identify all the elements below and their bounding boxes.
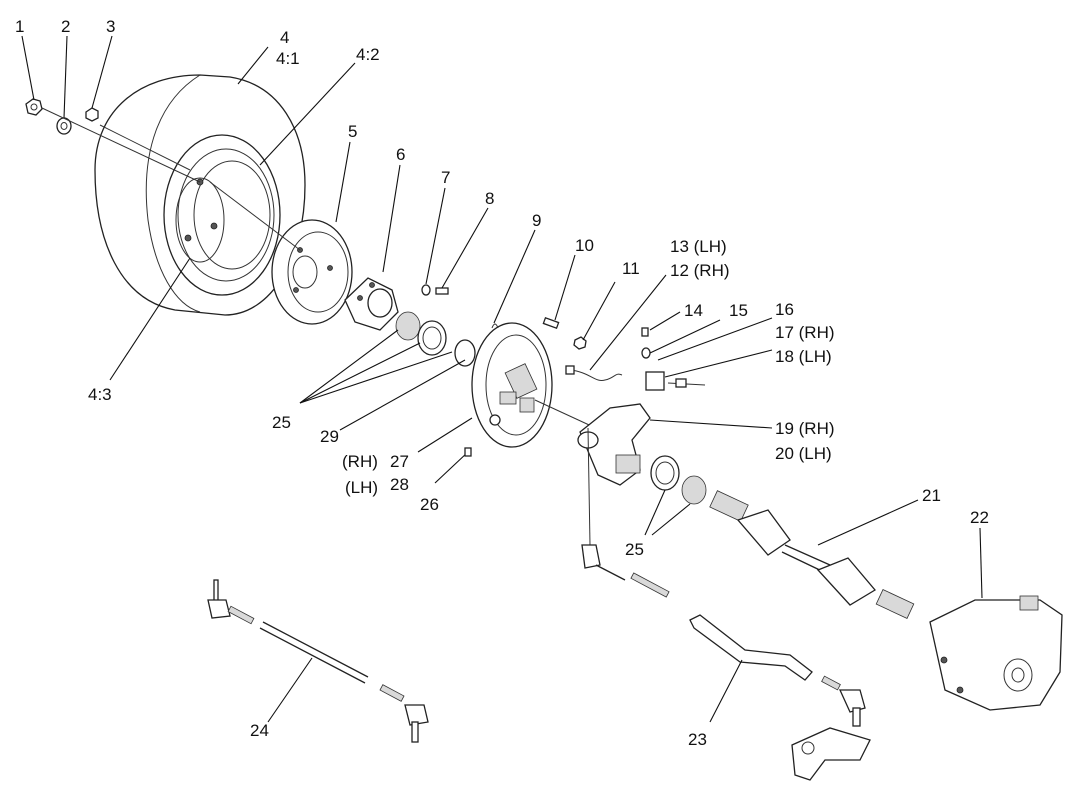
brake-drum (209, 181, 353, 325)
transaxle (929, 595, 1063, 711)
callout-26: 26 (420, 495, 439, 514)
callout-rh: (RH) (342, 452, 378, 471)
callout-lh: (LH) (345, 478, 378, 497)
callout-4: 4 (280, 28, 289, 47)
callout-17: 17 (RH) (775, 323, 835, 342)
callout-25-lower: 25 (625, 540, 644, 559)
callout-16: 16 (775, 300, 794, 319)
callout-8: 8 (485, 189, 494, 208)
brake-cable (565, 365, 623, 382)
callout-labels: 1 2 3 4 4:1 4:2 4:3 5 6 7 8 9 10 11 13 (… (15, 17, 989, 749)
callout-28: 28 (390, 475, 409, 494)
tie-rod-left (207, 579, 429, 743)
steering-knuckle (577, 403, 651, 486)
drive-axle (709, 490, 915, 619)
wheel-bearing-lower (650, 455, 707, 505)
callout-1: 1 (15, 17, 24, 36)
lug-nut (25, 98, 43, 116)
callout-10: 10 (575, 236, 594, 255)
wheel-stud (85, 107, 99, 122)
callout-25-upper: 25 (272, 413, 291, 432)
callout-9: 9 (532, 211, 541, 230)
callout-15: 15 (729, 301, 748, 320)
callout-29: 29 (320, 427, 339, 446)
callout-11: 11 (622, 259, 640, 278)
leader-lines (21, 35, 983, 723)
callout-24: 24 (250, 721, 269, 740)
callout-21: 21 (922, 486, 941, 505)
callout-12: 12 (RH) (670, 261, 730, 280)
callout-18: 18 (LH) (775, 347, 832, 366)
callout-4-3: 4:3 (88, 385, 112, 404)
sensor-bracket (641, 327, 706, 391)
callout-5: 5 (348, 122, 357, 141)
callout-13: 13 (LH) (670, 237, 727, 256)
callout-4-2: 4:2 (356, 45, 380, 64)
callout-27: 27 (390, 452, 409, 471)
tire-wheel-assembly (41, 74, 306, 316)
washer (56, 117, 72, 135)
clip (491, 323, 499, 329)
tie-rod-right (581, 427, 866, 727)
bolt (542, 316, 560, 330)
hub-bolt (421, 284, 449, 296)
callout-14: 14 (684, 301, 703, 320)
callout-3: 3 (106, 17, 115, 36)
steering-arm (791, 727, 871, 781)
callout-23: 23 (688, 730, 707, 749)
callout-20: 20 (LH) (775, 444, 832, 463)
callout-4-1: 4:1 (276, 49, 300, 68)
callout-19: 19 (RH) (775, 419, 835, 438)
wheel-bearing-upper (395, 311, 476, 367)
grease-fitting (464, 447, 472, 457)
callout-6: 6 (396, 145, 405, 164)
wheel-hub (344, 277, 399, 331)
callout-2: 2 (61, 17, 70, 36)
callout-22: 22 (970, 508, 989, 527)
callout-7: 7 (441, 168, 450, 187)
brake-backing-plate (471, 322, 601, 448)
